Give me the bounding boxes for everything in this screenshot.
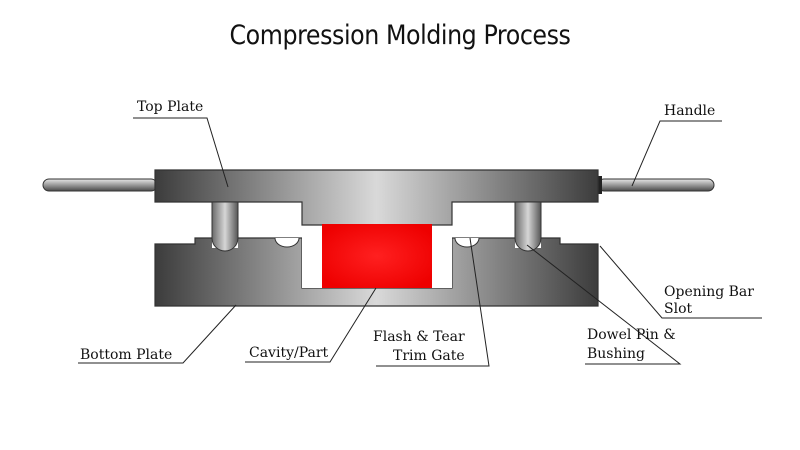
dowel-pin-right bbox=[514, 201, 542, 252]
leader-lines bbox=[78, 117, 762, 367]
label-flash-tear-line1: Flash & Tear bbox=[373, 329, 465, 345]
label-opening-bar-line1: Opening Bar bbox=[664, 284, 754, 300]
diagram-title: Compression Molding Process bbox=[229, 20, 571, 51]
leader-handle bbox=[631, 120, 722, 187]
dowel-pin-left bbox=[211, 201, 239, 252]
label-handle: Handle bbox=[664, 103, 716, 119]
label-cavity-part: Cavity/Part bbox=[249, 345, 329, 361]
label-opening-bar-line2: Slot bbox=[664, 301, 693, 317]
leader-cavity-part bbox=[245, 287, 377, 363]
leader-dowel-pin bbox=[526, 244, 682, 365]
cavity-part bbox=[322, 224, 432, 288]
label-dowel-pin-line2: Bushing bbox=[587, 346, 645, 362]
label-top-plate: Top Plate bbox=[137, 99, 204, 115]
label-flash-tear-line2: Trim Gate bbox=[393, 348, 465, 364]
handle-right bbox=[597, 178, 715, 192]
handle-left bbox=[42, 178, 158, 192]
flash-groove-left bbox=[274, 237, 300, 248]
leader-bottom-plate bbox=[78, 304, 237, 364]
leader-top-plate bbox=[133, 117, 229, 188]
flash-groove-right bbox=[454, 237, 480, 248]
leader-flash-tear bbox=[376, 237, 490, 367]
top-plate bbox=[154, 169, 599, 226]
label-bottom-plate: Bottom Plate bbox=[80, 347, 173, 363]
label-dowel-pin-line1: Dowel Pin & bbox=[587, 327, 676, 343]
leader-opening-bar-slot bbox=[599, 245, 762, 319]
